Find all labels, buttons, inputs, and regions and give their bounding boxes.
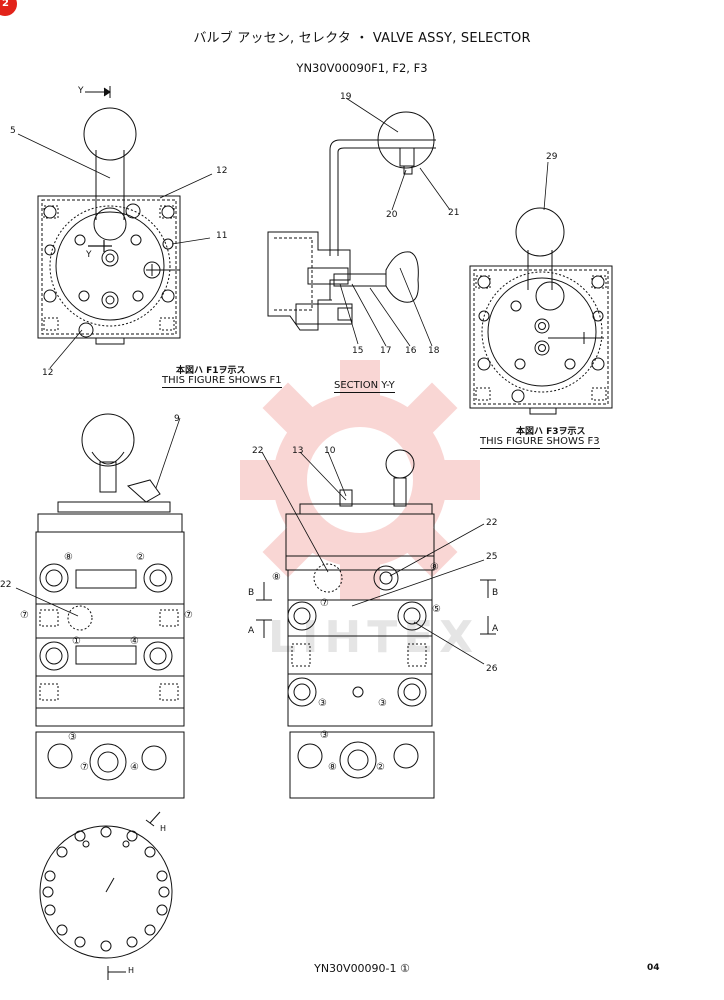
f1-top-view bbox=[37, 86, 181, 345]
caption-f1-en: THIS FIGURE SHOWS F1 bbox=[162, 375, 282, 388]
corner-badge: 2 bbox=[0, 0, 17, 16]
view-mark-h-top: H bbox=[160, 824, 167, 833]
callout-15: 15 bbox=[352, 346, 364, 356]
port-3-center-b: ③ bbox=[378, 698, 387, 709]
view-mark-h-bottom: H bbox=[128, 966, 135, 975]
port-8-left: ⑧ bbox=[64, 552, 73, 563]
f3-top-view bbox=[469, 207, 613, 415]
caption-f1-jp: 本図ハ F1ヲ示ス bbox=[176, 366, 246, 376]
side-view-left bbox=[35, 413, 185, 799]
port-7-left-c: ⑦ bbox=[80, 762, 89, 773]
page-number: 04 bbox=[647, 963, 660, 973]
leader-lines bbox=[15, 97, 549, 665]
page-title: バルブ アッセン, セレクタ ・ VALVE ASSY, SELECTOR bbox=[193, 31, 531, 46]
caption-section-y-y: SECTION Y-Y bbox=[334, 380, 395, 393]
callout-17: 17 bbox=[380, 346, 392, 356]
callout-19: 19 bbox=[340, 92, 352, 102]
section-y-y-view bbox=[267, 111, 436, 331]
port-2-left: ② bbox=[136, 552, 145, 563]
callout-11: 11 bbox=[216, 231, 228, 241]
callout-9: 9 bbox=[174, 414, 180, 424]
caption-f3-en: THIS FIGURE SHOWS F3 bbox=[480, 436, 600, 449]
view-mark-y-inner: Y bbox=[86, 250, 92, 260]
bottom-view-h bbox=[39, 811, 173, 980]
port-4-left-b: ④ bbox=[130, 762, 139, 773]
side-view-center bbox=[256, 449, 496, 799]
port-3-center-a: ③ bbox=[318, 698, 327, 709]
footer-part-code: YN30V00090-1 ① bbox=[314, 962, 410, 975]
badge-label: 2 bbox=[2, 0, 9, 9]
page-subtitle: YN30V00090F1, F2, F3 bbox=[296, 61, 428, 75]
callout-13: 13 bbox=[292, 446, 304, 456]
callout-21: 21 bbox=[448, 208, 460, 218]
watermark-text: LIHTEX bbox=[268, 612, 480, 663]
section-mark-a-left: A bbox=[248, 626, 255, 636]
callout-16: 16 bbox=[405, 346, 417, 356]
caption-f3-jp: 本図ハ F3ヲ示ス bbox=[516, 427, 586, 437]
callout-22-left: 22 bbox=[0, 580, 12, 590]
callout-26: 26 bbox=[486, 664, 498, 674]
callout-22-right: 22 bbox=[486, 518, 498, 528]
section-mark-b-left: B bbox=[248, 588, 255, 598]
port-2-center: ② bbox=[376, 762, 385, 773]
callout-25: 25 bbox=[486, 552, 498, 562]
view-mark-y-top: Y bbox=[78, 86, 84, 96]
callout-18: 18 bbox=[428, 346, 440, 356]
callout-12-bottom: 12 bbox=[42, 368, 54, 378]
port-8-center-a: ⑧ bbox=[272, 572, 281, 583]
callout-29: 29 bbox=[546, 152, 558, 162]
callout-22-top: 22 bbox=[252, 446, 264, 456]
gear-watermark-icon bbox=[240, 360, 480, 600]
port-8-center-c: ⑧ bbox=[328, 762, 337, 773]
callout-12-top: 12 bbox=[216, 166, 228, 176]
port-5-center: ⑤ bbox=[432, 604, 441, 615]
port-8-center-b: ⑧ bbox=[430, 562, 439, 573]
port-7-left-b: ⑦ bbox=[184, 610, 193, 621]
port-7-center: ⑦ bbox=[320, 598, 329, 609]
port-1-left: ① bbox=[72, 636, 81, 647]
port-7-left-a: ⑦ bbox=[20, 610, 29, 621]
port-3-left: ③ bbox=[68, 732, 77, 743]
callout-20: 20 bbox=[386, 210, 398, 220]
section-mark-b-right: B bbox=[492, 588, 499, 598]
callout-5: 5 bbox=[10, 126, 16, 136]
port-4-left: ④ bbox=[130, 636, 139, 647]
port-3-center-c: ③ bbox=[320, 730, 329, 741]
section-mark-a-right: A bbox=[492, 624, 499, 634]
callout-10: 10 bbox=[324, 446, 336, 456]
